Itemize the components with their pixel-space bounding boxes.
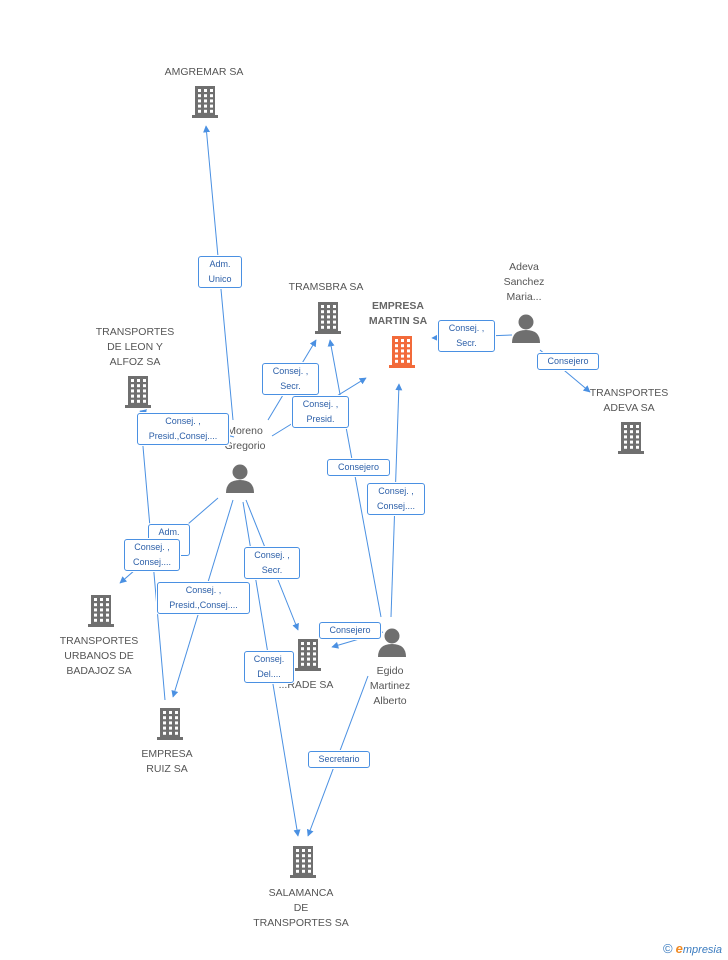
edge-label-e6[interactable]: Consej. , Consej.... xyxy=(124,539,180,571)
node-label-moreno-gregorio[interactable]: Moreno Gregorio xyxy=(224,425,266,452)
node-label-empresa-martin[interactable]: EMPRESA MARTIN SA xyxy=(368,300,428,327)
node-label-transportes-urbanos[interactable]: TRANSPORTES URBANOS DE BADAJOZ SA xyxy=(59,635,139,677)
edge-label-e12[interactable]: Consejero xyxy=(319,622,381,639)
edge-label-e7[interactable]: Consej. , Presid.,Consej.... xyxy=(157,582,250,614)
edge-label-e2[interactable]: Consej. , Secr. xyxy=(262,363,319,395)
footer-credit: © empresia xyxy=(663,941,722,956)
person-icon-moreno-gregorio[interactable] xyxy=(226,464,254,494)
brand-logo-text[interactable]: mpresia xyxy=(682,944,722,956)
edge-label-e8[interactable]: Consej. , Secr. xyxy=(244,547,300,579)
edge-label-e14[interactable]: Consej. , Secr. xyxy=(438,320,495,352)
edge-label-e1[interactable]: Adm. Unico xyxy=(198,256,242,288)
building-icon-trade[interactable] xyxy=(295,639,321,671)
node-label-egido-martinez[interactable]: Egido Martinez Alberto xyxy=(369,665,411,707)
building-icon-empresa-martin[interactable] xyxy=(389,336,415,368)
copyright-icon: © xyxy=(662,941,673,956)
person-icon-adeva-sanchez[interactable] xyxy=(512,314,540,344)
building-icon-empresa-ruiz[interactable] xyxy=(157,708,183,740)
node-label-amgremar[interactable]: AMGREMAR SA xyxy=(164,66,244,78)
edge-label-e10[interactable]: Consejero xyxy=(327,459,390,476)
building-icon-transportes-leon[interactable] xyxy=(125,376,151,408)
edge-label-e15[interactable]: Consejero xyxy=(537,353,599,370)
edge-label-e11[interactable]: Consej. , Consej.... xyxy=(367,483,425,515)
building-icon-amgremar[interactable] xyxy=(192,86,218,118)
icon-layer xyxy=(88,86,644,878)
node-label-transportes-leon[interactable]: TRANSPORTES DE LEON Y ALFOZ SA xyxy=(95,326,175,368)
node-label-adeva-sanchez[interactable]: Adeva Sanchez Maria... xyxy=(503,261,545,303)
brand-logo-initial: e xyxy=(675,941,683,956)
edge-label-e9[interactable]: Consej. Del.... xyxy=(244,651,294,683)
building-icon-transportes-adeva[interactable] xyxy=(618,422,644,454)
building-icon-salamanca[interactable] xyxy=(290,846,316,878)
edge-label-e4[interactable]: Consej. , Presid.,Consej.... xyxy=(137,413,229,445)
building-icon-tramsbra[interactable] xyxy=(315,302,341,334)
node-label-salamanca[interactable]: SALAMANCA DE TRANSPORTES SA xyxy=(253,887,349,929)
person-icon-egido-martinez[interactable] xyxy=(378,628,406,658)
edge-label-e3[interactable]: Consej. , Presid. xyxy=(292,396,349,428)
building-icon-transportes-urbanos[interactable] xyxy=(88,595,114,627)
edge-e10 xyxy=(327,339,382,618)
node-label-empresa-ruiz[interactable]: EMPRESA RUIZ SA xyxy=(141,748,193,775)
edge-layer xyxy=(119,125,591,837)
node-label-tramsbra[interactable]: TRAMSBRA SA xyxy=(288,281,364,293)
edge-label-e13[interactable]: Secretario xyxy=(308,751,370,768)
node-label-transportes-adeva[interactable]: TRANSPORTES ADEVA SA xyxy=(589,387,669,414)
